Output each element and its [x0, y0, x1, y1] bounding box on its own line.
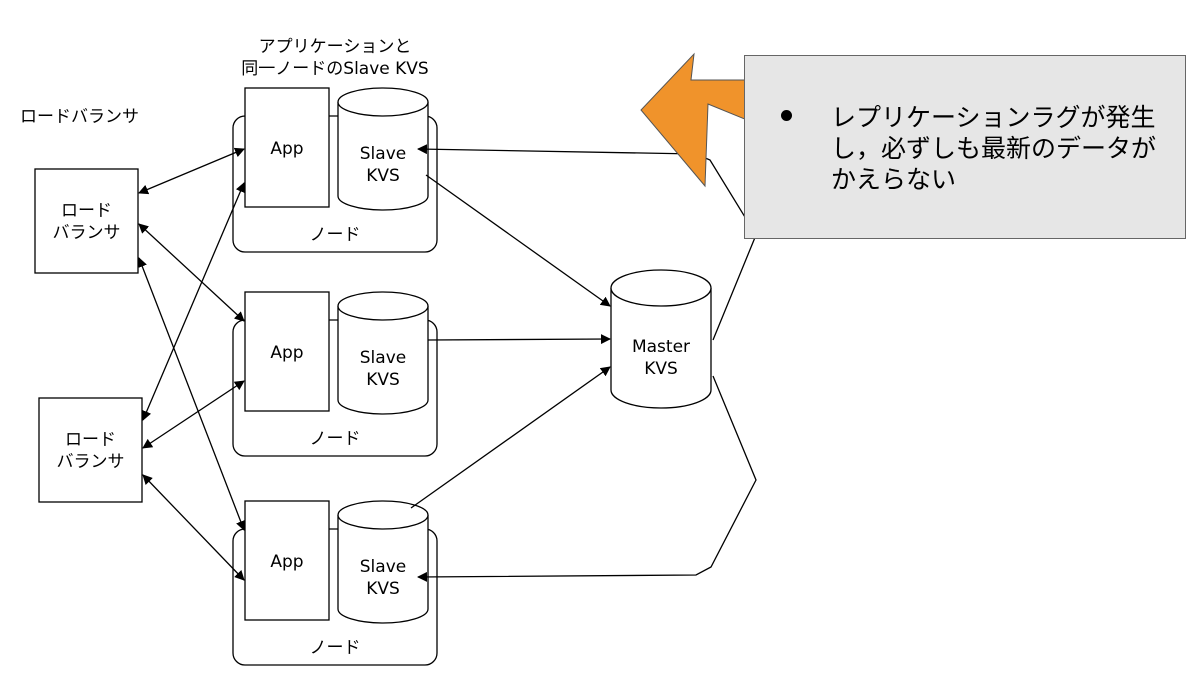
slave2-line-2: KVS [366, 370, 400, 390]
load-balancer-box-1 [34, 168, 139, 274]
replication-master-to-slave1 [417, 144, 757, 341]
master-kvs-cylinder [610, 269, 712, 409]
slave1-line-1: Slave [359, 144, 407, 164]
slave-kvs-label-3: Slave KVS [338, 556, 428, 600]
replication-master-to-slave3 [417, 375, 757, 582]
load-balancer-caption: ロードバランサ [20, 107, 139, 127]
replication-slave3-to-master [410, 366, 611, 509]
replication-slave2-to-master [427, 334, 611, 345]
node-label-3: ノード [309, 638, 361, 658]
callout-box: レプリケーションラグが発生し，必ずしも最新のデータがかえらない [744, 55, 1186, 239]
connector-lb2-app1 [141, 182, 246, 421]
slave-kvs-cylinder-3 [337, 500, 429, 624]
lb2-line-1: ロード [65, 430, 116, 450]
master-kvs-label: Master KVS [611, 336, 711, 380]
top-label: アプリケーションと 同一ノードのSlave KVS [205, 36, 465, 80]
node-label-1: ノード [309, 225, 361, 245]
replication-slave1-to-master [425, 174, 611, 307]
callout-text: レプリケーションラグが発生し，必ずしも最新のデータがかえらない [831, 103, 1157, 194]
top-label-line-2: 同一ノードのSlave KVS [241, 59, 429, 79]
connector-lb1-app1 [138, 147, 245, 195]
load-balancer-label-1: ロード バランサ [35, 200, 138, 244]
app-box-1 [244, 87, 330, 208]
load-balancer-box-2 [38, 397, 143, 503]
app-label-3: App [270, 552, 304, 572]
slave3-line-1: Slave [359, 557, 407, 577]
node-label-2: ノード [309, 429, 361, 449]
slave2-line-1: Slave [359, 348, 407, 368]
lb1-line-1: ロード [61, 201, 112, 221]
load-balancer-label-2: ロード バランサ [39, 429, 142, 473]
app-box-2 [244, 291, 330, 412]
app-box-3 [244, 500, 330, 621]
lb1-line-2: バランサ [52, 223, 121, 243]
top-label-line-1: アプリケーションと [258, 37, 412, 57]
app-label-2: App [270, 343, 304, 363]
slave3-line-2: KVS [366, 579, 400, 599]
master-line-1: Master [631, 337, 691, 357]
slave1-line-2: KVS [366, 166, 400, 186]
slave-kvs-label-1: Slave KVS [338, 143, 428, 187]
bullet-icon [781, 110, 792, 121]
slave-kvs-cylinder-2 [337, 291, 429, 415]
connector-lb2-app3 [142, 474, 245, 581]
slave-kvs-cylinder-1 [337, 87, 429, 211]
connector-lb2-app2 [142, 380, 245, 449]
lb2-line-2: バランサ [56, 452, 125, 472]
slave-kvs-label-2: Slave KVS [338, 347, 428, 391]
app-label-1: App [270, 139, 304, 159]
master-line-2: KVS [644, 359, 678, 379]
